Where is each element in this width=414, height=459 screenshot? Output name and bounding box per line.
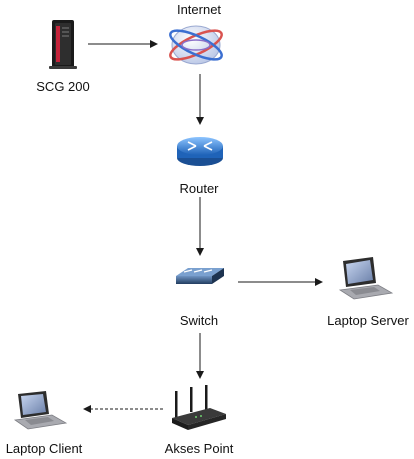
internet-cloud-icon [169, 25, 223, 65]
wireless-access-point-icon [172, 385, 226, 430]
label-akses-point: Akses Point [164, 441, 234, 456]
label-scg-200: SCG 200 [36, 79, 90, 94]
label-laptop-server: Laptop Server [327, 313, 409, 328]
server-tower-icon [49, 20, 77, 69]
router-icon [177, 137, 223, 166]
label-internet: Internet [176, 2, 222, 17]
label-router: Router [179, 181, 219, 196]
network-switch-icon [176, 268, 224, 284]
label-switch: Switch [179, 313, 219, 328]
label-laptop-client: Laptop Client [5, 441, 83, 456]
laptop-icon [13, 391, 68, 430]
laptop-icon [338, 257, 394, 300]
